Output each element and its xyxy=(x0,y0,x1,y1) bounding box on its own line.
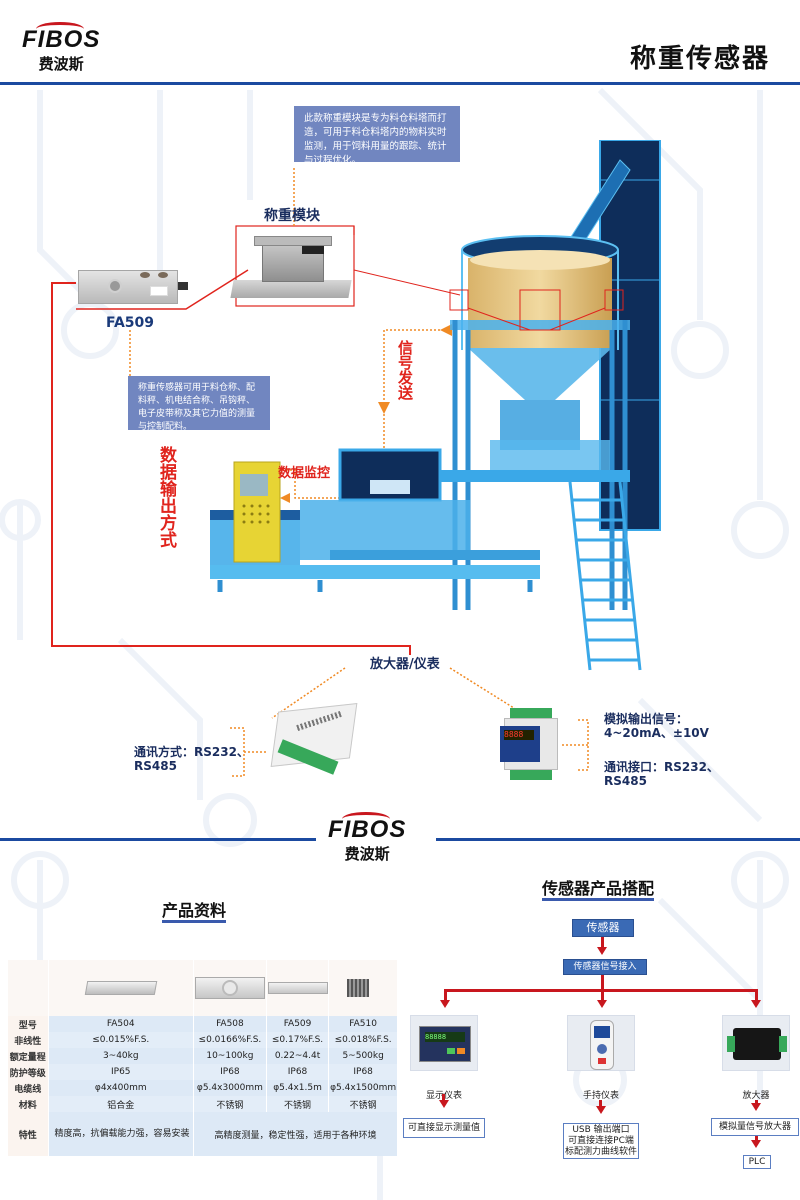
logo-arc xyxy=(36,22,84,36)
flow-arrow-icon xyxy=(751,1000,761,1008)
table-row-feature: 特性 精度高，抗偏载能力强，容易安装 高精度测量，稳定性强，适用于各种环境 xyxy=(8,1112,398,1156)
amplifier-image xyxy=(722,1015,790,1071)
sensor-model-label: FA509 xyxy=(106,315,155,331)
section-divider-left xyxy=(0,838,316,841)
data-output-label: 数据输出方式 xyxy=(156,446,176,548)
table-row-cable: 电缆线 φ4x400mm φ5.4x3000mm φ5.4x1.5m φ5.4x… xyxy=(8,1080,398,1096)
brand-logo: FIBOS 费波斯 xyxy=(22,22,100,74)
product-image-fa509 xyxy=(266,960,330,1016)
flow-arrow-icon xyxy=(751,1140,761,1148)
analog-output-text: 模拟输出信号： 4~20mA、±10V xyxy=(604,712,709,740)
amplifier-label: 放大器 xyxy=(742,1091,770,1101)
product-image-row xyxy=(8,960,398,1016)
weighing-module-image xyxy=(230,232,352,302)
table-row-capacity: 额定量程 3~40kg 10~100kg 0.22~4.4t 5~500kg xyxy=(8,1048,398,1064)
flow-arrow-icon xyxy=(439,1100,449,1108)
flow-root-sensor: 传感器 xyxy=(572,919,634,937)
weighing-instrument-image: 8888 xyxy=(500,708,562,780)
section-divider-right xyxy=(436,838,800,841)
flow-arrow-icon xyxy=(751,1103,761,1111)
plc-box: PLC xyxy=(743,1155,771,1169)
divider-logo: FIBOS 费波斯 xyxy=(328,812,406,864)
flow-arrow-icon xyxy=(440,1000,450,1008)
comm-mode-text: 通讯方式：RS232、 RS485 xyxy=(134,745,249,773)
logo-chinese: 费波斯 xyxy=(38,55,84,73)
data-monitor-label: 数据监控 xyxy=(278,466,331,481)
arrow-left-icon xyxy=(440,324,452,336)
handheld-instrument-label: 手持仪表 xyxy=(582,1091,619,1101)
flow-signal-input: 传感器信号接入 xyxy=(563,959,647,975)
display-result-box: 可直接显示测量值 xyxy=(403,1118,485,1138)
amplifier-result-box: 模拟量信号放大器 xyxy=(711,1118,799,1136)
display-instrument-image: 88888 xyxy=(410,1015,478,1071)
divider-logo-chinese: 费波斯 xyxy=(344,845,390,863)
sensor-description: 称重传感器可用于料仓称、配料秤、机电结合称、吊钩秤、电子皮带称及其它力值的测量与… xyxy=(128,376,270,432)
page-title: 称重传感器 xyxy=(629,44,770,74)
handheld-result-box: USB 输出端口 可直接连接PC端 标配测力曲线软件 xyxy=(563,1123,639,1159)
header-divider xyxy=(0,82,800,85)
table-row-nonlinearity: 非线性 ≤0.015%F.S. ≤0.0166%F.S. ≤0.17%F.S. … xyxy=(8,1032,398,1048)
red-link-line xyxy=(76,269,249,310)
arrow-left-icon xyxy=(280,493,290,503)
module-label: 称重模块 xyxy=(264,208,320,224)
module-description: 此款称重模块是专为料仓料塔而打造，可用于料仓料塔内的物料实时监测，用于饲料用量的… xyxy=(294,106,460,166)
amplifier-module-image xyxy=(268,700,360,780)
flow-arrow-icon xyxy=(597,1000,607,1008)
module-highlight xyxy=(235,225,355,307)
arrow-down-icon xyxy=(378,402,390,414)
product-image-fa508 xyxy=(193,960,267,1016)
signal-send-label: 信号发送 xyxy=(396,340,414,400)
product-spec-table: 型号 FA504 FA508 FA509 FA510 非线性 ≤0.015%F.… xyxy=(8,960,398,1156)
table-row-material: 材料 铝合金 不锈钢 不锈钢 不锈钢 xyxy=(8,1096,398,1112)
product-image-fa510 xyxy=(328,960,398,1016)
handheld-instrument-image xyxy=(567,1015,635,1071)
matching-title: 传感器产品搭配 xyxy=(542,880,655,901)
fa509-sensor-image xyxy=(78,270,188,306)
table-row-protection: 防护等级 IP65 IP68 IP68 IP68 xyxy=(8,1064,398,1080)
amplifier-instrument-label: 放大器/仪表 xyxy=(370,657,440,672)
comm-port-text: 通讯接口：RS232、 RS485 xyxy=(604,760,719,788)
red-signal-line xyxy=(51,282,411,655)
table-row-model: 型号 FA504 FA508 FA509 FA510 xyxy=(8,1016,398,1032)
flow-arrow-icon xyxy=(596,1106,606,1114)
product-image-fa504 xyxy=(48,960,195,1016)
packaging-machine-illustration xyxy=(210,140,661,671)
flow-arrow-icon xyxy=(597,947,607,955)
product-info-title: 产品资料 xyxy=(162,902,227,923)
